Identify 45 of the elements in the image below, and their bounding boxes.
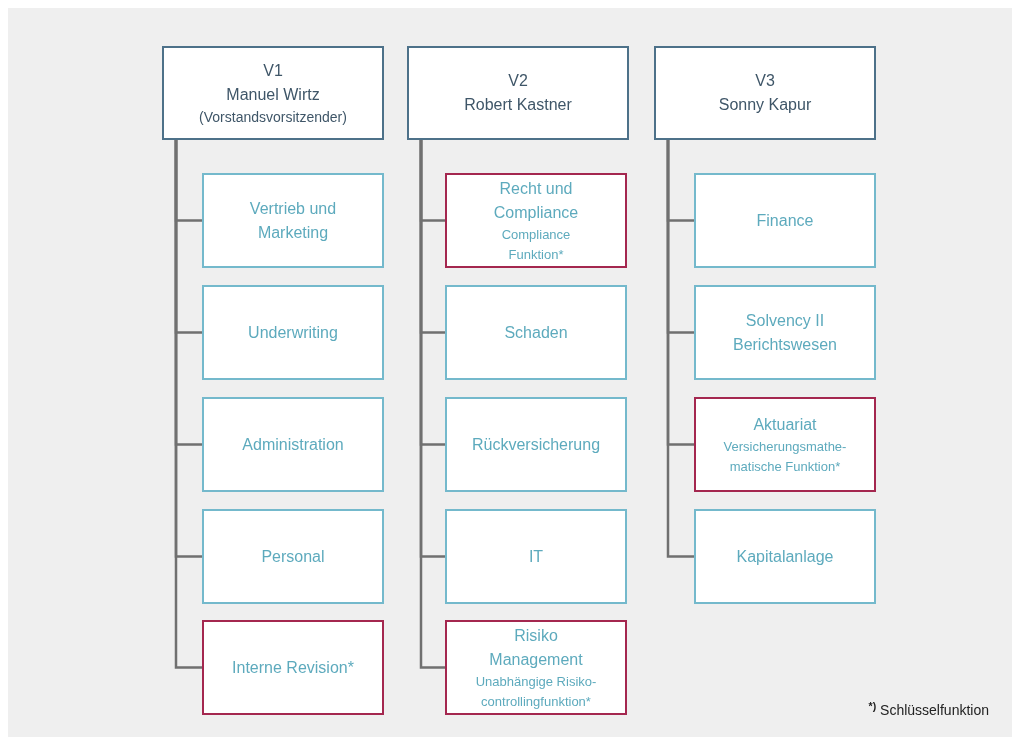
box-subtitle: Versicherungsmathe-matische Funktion* <box>722 437 848 476</box>
department-box <box>694 173 876 268</box>
box-title: Vertrieb und Marketing <box>248 198 338 243</box>
department-box <box>445 509 627 604</box>
box-title: V1 <box>263 61 283 81</box>
department-box <box>202 397 384 492</box>
department-box <box>202 509 384 604</box>
department-box <box>202 285 384 380</box>
box-title: Finance <box>756 210 814 231</box>
board-member-box <box>407 46 629 140</box>
department-box <box>694 509 876 604</box>
box-subtitle: (Vorstandsvorsitzender) <box>199 108 347 127</box>
department-box <box>694 285 876 380</box>
box-title: Administration <box>242 434 344 455</box>
box-title: Interne Revision* <box>232 657 354 678</box>
box-title: Recht und Compliance <box>492 178 580 223</box>
board-member-box <box>654 46 876 140</box>
box-subtitle: Unabhängige Risiko-controllingfunktion* <box>474 672 598 711</box>
box-title: Personal <box>261 546 325 567</box>
department-box <box>694 397 876 492</box>
connector-line <box>666 140 694 558</box>
department-box <box>202 173 384 268</box>
box-title: Underwriting <box>248 322 338 343</box>
box-subtitle: Manuel Wirtz <box>226 85 320 105</box>
department-box <box>445 285 627 380</box>
department-box <box>445 397 627 492</box>
box-title: Kapitalanlage <box>736 546 834 567</box>
box-title: Solvency II Berichtswesen <box>731 310 838 355</box>
box-subtitle: Compliance Funktion* <box>500 225 572 264</box>
connector-line <box>174 140 202 669</box>
footnote: $^{*)}$ Schlüsselfunktion <box>868 700 989 720</box>
box-title: Aktuariat <box>753 414 817 435</box>
box-title: Rückversicherung <box>471 434 601 455</box>
box-title: V2 <box>508 71 528 91</box>
board-member-box <box>162 46 384 140</box>
connector-line <box>419 140 445 669</box>
box-title: Schaden <box>504 322 568 343</box>
box-title: IT <box>528 546 544 567</box>
box-subtitle: Sonny Kapur <box>718 95 812 115</box>
box-title: Risiko Management <box>488 625 584 670</box>
department-box <box>445 620 627 715</box>
department-box <box>202 620 384 715</box>
box-subtitle: Robert Kastner <box>464 95 572 115</box>
box-title: V3 <box>755 71 775 91</box>
department-box <box>445 173 627 268</box>
